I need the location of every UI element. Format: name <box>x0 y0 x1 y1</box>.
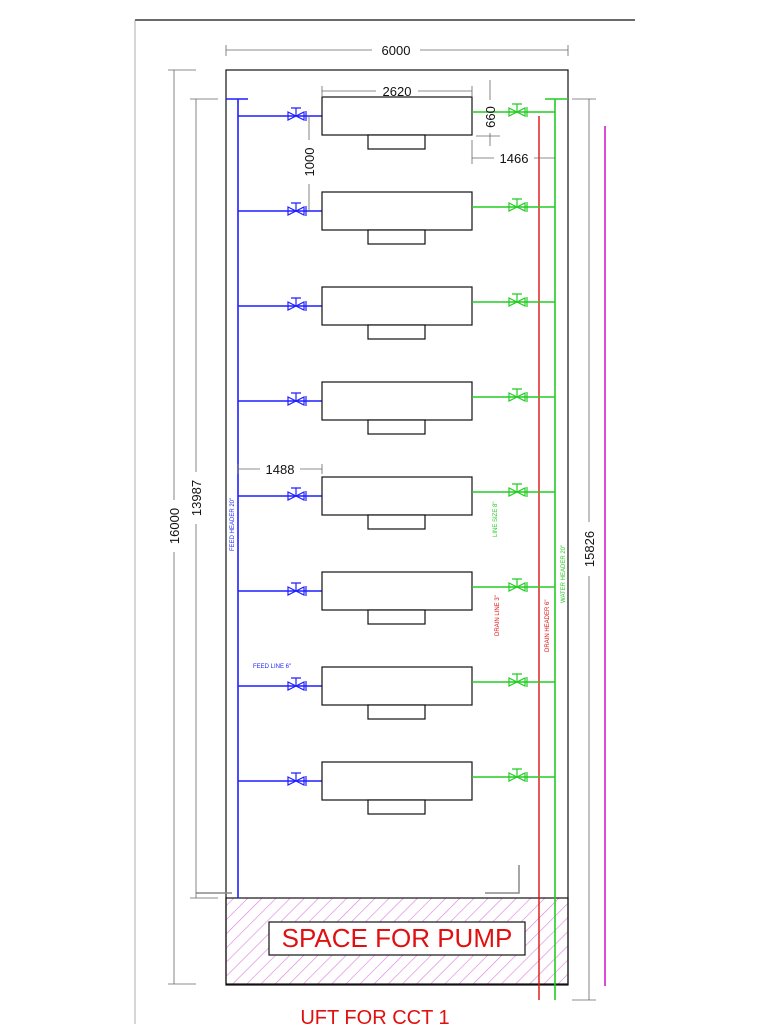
unit-5-sump <box>367 514 426 530</box>
unit-8-feed-valve-icon <box>287 776 305 786</box>
unit-5-feed-valve-icon <box>287 491 305 501</box>
unit-1-sump <box>367 134 426 150</box>
corner-mark-right <box>485 865 520 894</box>
feed-line-label: FEED LINE 6" <box>253 664 291 670</box>
dimension-overall-width: 6000 <box>225 43 569 58</box>
unit-6-discharge-valve-icon <box>508 582 526 592</box>
unit-2-body <box>321 191 473 231</box>
unit-4-discharge-actuator-icon <box>512 388 522 397</box>
unit-2-discharge-actuator-icon <box>512 198 522 207</box>
dimension-pitch: 1000 <box>302 116 317 212</box>
unit-7-body <box>321 666 473 706</box>
unit-6-feed-valve-icon <box>287 586 305 596</box>
feed-header-label: FEED HEADER 20" <box>230 498 236 551</box>
unit-4-feed-actuator-icon <box>291 392 301 401</box>
unit-6-discharge-actuator-icon <box>512 578 522 587</box>
dimension-header-height: 15826 <box>572 98 597 1001</box>
unit-5-body <box>321 476 473 516</box>
unit-7-feed-actuator-icon <box>291 677 301 686</box>
dimension-unit-depth-label: 660 <box>483 106 498 128</box>
dimension-outer-height: 16000 <box>167 69 196 985</box>
unit-3-discharge-valve-icon <box>508 297 526 307</box>
dimension-header-height-label: 15826 <box>582 531 597 567</box>
unit-6-feed-actuator-icon <box>291 582 301 591</box>
unit-8-sump <box>367 799 426 815</box>
unit-7-feed-valve-icon <box>287 681 305 691</box>
dimension-unit-depth: 660 <box>476 80 500 146</box>
drain-header-label: DRAIN HEADER 6" <box>545 600 551 652</box>
unit-2-sump <box>367 229 426 245</box>
unit-1-discharge-actuator-icon <box>512 103 522 112</box>
unit-8-discharge-actuator-icon <box>512 768 522 777</box>
unit-4-sump <box>367 419 426 435</box>
drain-line-label: DRAIN LINE 3" <box>495 595 501 636</box>
dimension-pitch-label: 1000 <box>302 148 317 177</box>
unit-1-feed-actuator-icon <box>291 107 301 116</box>
unit-5-discharge-valve-icon <box>508 487 526 497</box>
unit-3-discharge-actuator-icon <box>512 293 522 302</box>
unit-1-body <box>321 96 473 136</box>
dimension-overall-width-label: 6000 <box>382 43 411 58</box>
unit-6-body <box>321 571 473 611</box>
unit-5-discharge-actuator-icon <box>512 483 522 492</box>
pump-space-label: SPACE FOR PUMP <box>282 923 513 953</box>
dimension-discharge-offset: 1466 <box>471 140 555 166</box>
dimension-discharge-offset-label: 1466 <box>500 151 529 166</box>
dimension-feed-offset-label: 1488 <box>266 462 295 477</box>
unit-3-body <box>321 286 473 326</box>
dimension-inner-height-label: 13987 <box>189 480 204 516</box>
unit-4-body <box>321 381 473 421</box>
unit-8-feed-actuator-icon <box>291 772 301 781</box>
unit-2-feed-actuator-icon <box>291 202 301 211</box>
unit-3-sump <box>367 324 426 340</box>
unit-4-feed-valve-icon <box>287 396 305 406</box>
unit-1-feed-valve-icon <box>287 111 305 121</box>
unit-group <box>238 96 555 815</box>
unit-5-feed-actuator-icon <box>291 487 301 496</box>
unit-3-feed-actuator-icon <box>291 297 301 306</box>
unit-8-body <box>321 761 473 801</box>
unit-1-discharge-valve-icon <box>508 107 526 117</box>
unit-6-sump <box>367 609 426 625</box>
tank-outline <box>225 69 569 986</box>
unit-4-discharge-valve-icon <box>508 392 526 402</box>
drawing-title: UFT FOR CCT 1 <box>300 1007 449 1024</box>
unit-7-sump <box>367 704 426 720</box>
dimension-unit-width: 2620 <box>321 84 473 99</box>
pump-label-box <box>268 921 526 956</box>
dimension-outer-height-label: 16000 <box>167 508 182 544</box>
unit-7-discharge-valve-icon <box>508 677 526 687</box>
dimension-inner-height: 13987 <box>189 98 218 899</box>
unit-3-feed-valve-icon <box>287 301 305 311</box>
unit-7-discharge-actuator-icon <box>512 673 522 682</box>
unit-8-discharge-valve-icon <box>508 772 526 782</box>
dimension-feed-offset: 1488 <box>237 462 323 477</box>
line-size-label: LINE SIZE 8" <box>493 502 499 537</box>
unit-2-discharge-valve-icon <box>508 202 526 212</box>
dimension-unit-width-label: 2620 <box>383 84 412 99</box>
unit-2-feed-valve-icon <box>287 206 305 216</box>
water-header-label: WATER HEADER 20" <box>561 545 567 603</box>
